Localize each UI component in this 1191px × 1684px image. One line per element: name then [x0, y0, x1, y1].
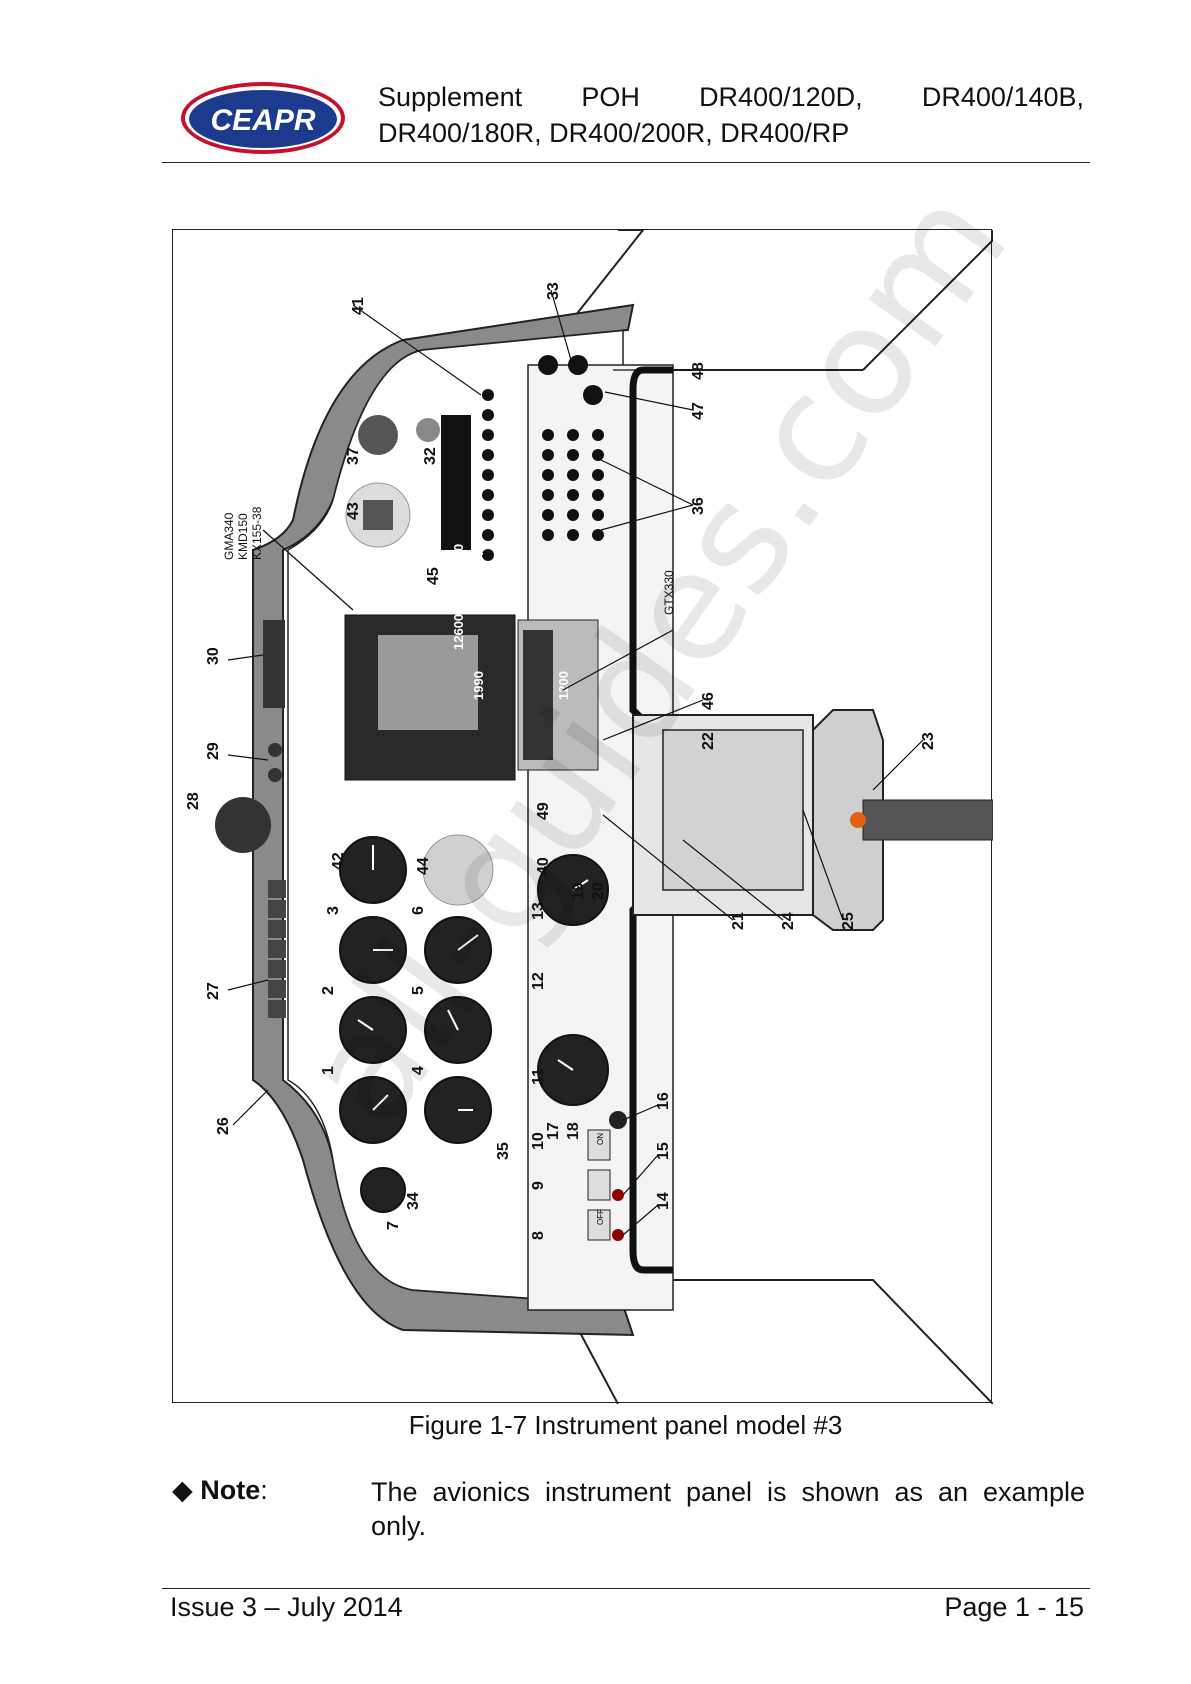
callout-28: 28: [185, 792, 202, 810]
note-label: ◆ Note:: [172, 1475, 268, 1506]
readout-nav-standby: 11640: [471, 545, 486, 580]
note-text: The avionics instrument panel is shown a…: [371, 1477, 1085, 1541]
callout-19: 19: [570, 882, 587, 900]
switch-on-label: ON: [596, 1133, 605, 1145]
logo-text: CEAPR: [210, 104, 315, 137]
callout-14: 14: [655, 1192, 672, 1210]
callout-21: 21: [730, 912, 747, 930]
callout-29: 29: [205, 742, 222, 760]
callout-35: 35: [495, 1142, 512, 1160]
callout-45: 45: [425, 567, 442, 585]
callout-34: 34: [405, 1192, 422, 1210]
readout-transponder: 1200: [556, 671, 571, 700]
callout-47: 47: [690, 402, 707, 420]
callout-4: 4: [410, 1066, 427, 1075]
header-title-line1: Supplement POH DR400/120D, DR400/140B,: [378, 82, 1084, 113]
callout-27: 27: [205, 982, 222, 1000]
diamond-icon: ◆: [172, 1475, 193, 1505]
callout-32: 32: [422, 447, 439, 465]
callout-16: 16: [655, 1092, 672, 1110]
callout-30: 30: [205, 647, 222, 665]
header-word-supplement: Supplement: [378, 82, 523, 112]
header-word-model-1: DR400/120D,: [699, 82, 863, 112]
callout-41: 41: [350, 297, 367, 315]
callout-8: 8: [530, 1231, 547, 1240]
header-divider: [162, 162, 1090, 163]
readout-nav-active: 10930: [451, 544, 466, 580]
callout-25: 25: [840, 912, 857, 930]
callout-46: 46: [700, 692, 717, 710]
callout-23: 23: [920, 732, 937, 750]
callout-15: 15: [655, 1142, 672, 1160]
callout-1: 1: [320, 1066, 337, 1075]
callout-33: 33: [545, 282, 562, 300]
readout-clock: 20:30: [409, 1192, 421, 1220]
readout-com-standby: 1990: [471, 671, 486, 700]
callout-6: 6: [410, 906, 427, 915]
callout-13: 13: [530, 902, 547, 920]
header-word-model-2: DR400/140B,: [921, 82, 1084, 112]
callout-37: 37: [345, 447, 362, 465]
callout-24: 24: [780, 912, 797, 930]
instrument-panel-figure: GMA340 KMD150 KX155-38 GTX330 1200 12600…: [172, 229, 993, 1404]
callout-10: 10: [530, 1132, 547, 1150]
callout-42: 42: [330, 852, 347, 870]
callout-49: 49: [535, 802, 552, 820]
ceapr-logo: CEAPR: [178, 78, 348, 158]
callout-9: 9: [530, 1181, 547, 1190]
callout-36: 36: [690, 497, 707, 515]
callout-20: 20: [590, 882, 607, 900]
callout-26: 26: [215, 1117, 232, 1135]
footer-issue: Issue 3 – July 2014: [170, 1592, 403, 1622]
callout-17: 17: [545, 1122, 562, 1140]
note-label-text: Note: [200, 1475, 261, 1505]
callout-22: 22: [700, 732, 717, 750]
note-colon: :: [260, 1475, 268, 1505]
figure-caption: Figure 1-7 Instrument panel model #3: [408, 1410, 843, 1440]
callout-5: 5: [410, 986, 427, 995]
callout-11: 11: [530, 1068, 547, 1085]
footer-divider: [162, 1588, 1090, 1589]
header-word-poh: POH: [581, 82, 640, 112]
switch-off-label: OFF: [596, 1209, 605, 1225]
label-gma340: GMA340: [222, 512, 236, 560]
callout-12: 12: [530, 972, 547, 990]
callout-18: 18: [565, 1122, 582, 1140]
label-kx155: KX155-38: [250, 506, 264, 560]
readout-com-active: 12600: [451, 614, 466, 650]
label-gtx330: GTX330: [662, 570, 676, 615]
callout-3: 3: [325, 906, 342, 915]
callout-43: 43: [345, 502, 362, 520]
label-kmd150: KMD150: [236, 513, 250, 560]
callout-2: 2: [320, 986, 337, 995]
header-title-line2: DR400/180R, DR400/200R, DR400/RP: [378, 118, 850, 148]
callout-48: 48: [690, 362, 707, 380]
footer-page-number: Page 1 - 15: [944, 1592, 1084, 1622]
callout-40: 40: [535, 857, 552, 875]
callout-44: 44: [415, 857, 432, 875]
callout-7: 7: [385, 1221, 402, 1230]
